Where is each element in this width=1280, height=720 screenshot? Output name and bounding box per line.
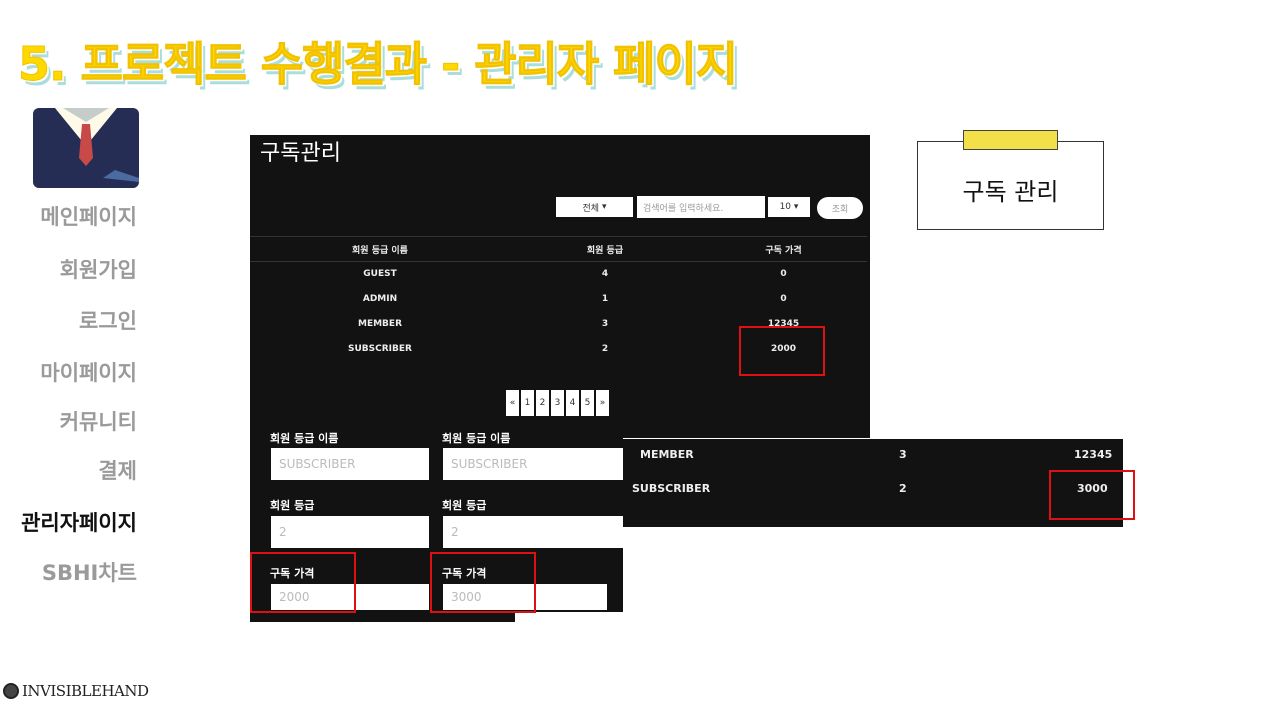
name-label: 회원 등급 이름	[442, 432, 511, 445]
col-header: 회원 등급	[586, 245, 624, 256]
nav-mypage[interactable]: 마이페이지	[40, 361, 137, 385]
page-3[interactable]: 3	[551, 390, 564, 416]
nav-signup[interactable]: 회원가입	[59, 258, 137, 282]
grade-input[interactable]: 2	[443, 516, 623, 548]
table-row[interactable]: SUBSCRIBER 2 2000	[250, 337, 867, 362]
result-table: MEMBER 3 12345 SUBSCRIBER 2 3000	[623, 439, 1123, 527]
col-header: 구독 가격	[765, 245, 802, 256]
avatar-suit-icon	[33, 108, 139, 188]
page-2[interactable]: 2	[536, 390, 549, 416]
cell: GUEST	[363, 269, 397, 280]
highlight-box	[430, 552, 536, 613]
grade-input[interactable]: 2	[271, 516, 429, 548]
cell: 2	[601, 344, 609, 354]
table-row[interactable]: GUEST 4 0	[250, 262, 867, 287]
cell: 3	[899, 448, 907, 461]
page-4[interactable]: 4	[566, 390, 579, 416]
cell: ADMIN	[362, 294, 398, 304]
cell: SUBSCRIBER	[348, 344, 412, 354]
price-label: 구독 가격	[442, 567, 487, 580]
grade-table: 회원 등급 이름 회원 등급 구독 가격 GUEST 4 0 ADMIN 1 0 MEMBE…	[250, 236, 867, 362]
col-header: 회원 등급 이름	[352, 245, 408, 256]
note-card: 구독 관리	[917, 141, 1104, 230]
highlight-box	[1049, 470, 1135, 520]
logo-text: INVISIBLEHAND	[22, 682, 149, 700]
cell: 12345	[767, 319, 800, 329]
page-5[interactable]: 5	[581, 390, 594, 416]
name-label: 회원 등급 이름	[270, 432, 339, 445]
price-input[interactable]: 2000	[271, 584, 429, 610]
nav-main[interactable]: 메인페이지	[40, 205, 137, 229]
nav-community[interactable]: 커뮤니티	[59, 410, 137, 434]
page-prev[interactable]: «	[506, 390, 519, 416]
search-button[interactable]: 조회	[817, 197, 863, 219]
grade-label: 회원 등급	[442, 499, 487, 512]
page-size-select[interactable]: 10 ▾	[768, 197, 810, 217]
cell: 12345	[1074, 448, 1113, 461]
cell: MEMBER	[640, 448, 694, 461]
cell: 0	[780, 269, 787, 280]
table-row[interactable]: ADMIN 1 0	[250, 287, 867, 312]
cell: SUBSCRIBER	[632, 482, 711, 495]
tape-decoration	[963, 130, 1058, 150]
filter-select[interactable]: 전체 ▾	[556, 197, 633, 217]
brand-logo: INVISIBLEHAND	[3, 682, 149, 700]
nav-chart[interactable]: SBHI차트	[41, 561, 137, 585]
panel-title: 구독관리	[260, 141, 341, 166]
cell: 3	[601, 319, 609, 329]
cell: 2000	[770, 344, 797, 354]
price-label: 구독 가격	[270, 567, 315, 580]
logo-icon	[3, 683, 19, 699]
name-input[interactable]: SUBSCRIBER	[443, 448, 623, 480]
nav-payment[interactable]: 결제	[98, 459, 137, 483]
cell: 1	[601, 294, 609, 304]
highlight-box	[250, 552, 356, 613]
slide-title: 5. 프로젝트 수행결과 - 관리자 페이지	[17, 37, 738, 92]
page-next[interactable]: »	[596, 390, 609, 416]
table-row[interactable]: MEMBER 3 12345	[250, 312, 867, 337]
nav-login[interactable]: 로그인	[79, 309, 137, 333]
highlight-box	[739, 326, 825, 376]
page-size-value: 10	[779, 202, 792, 212]
cell: 2	[899, 482, 907, 495]
cell: 0	[780, 294, 787, 304]
filter-value: 전체	[582, 203, 600, 214]
nav-admin[interactable]: 관리자페이지	[21, 511, 137, 535]
cell: 3000	[1077, 482, 1108, 495]
edit-form-after: 회원 등급 이름 SUBSCRIBER 회원 등급 2 구독 가격 3000	[430, 420, 623, 612]
page-1[interactable]: 1	[521, 390, 534, 416]
name-input[interactable]: SUBSCRIBER	[271, 448, 429, 480]
price-input[interactable]: 3000	[443, 584, 607, 610]
cell: 4	[601, 269, 609, 280]
grade-label: 회원 등급	[270, 499, 315, 512]
search-input[interactable]: 검색어를 입력하세요.	[637, 196, 765, 218]
cell: MEMBER	[358, 319, 402, 329]
